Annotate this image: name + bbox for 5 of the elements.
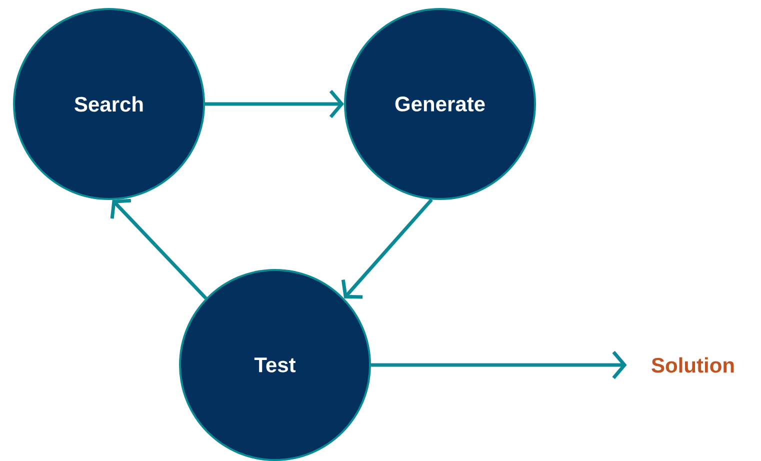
- arrow: [205, 90, 344, 118]
- arrow: [371, 350, 627, 380]
- arrow: [341, 198, 433, 299]
- arrow: [110, 198, 208, 300]
- result-label: Solution: [652, 357, 734, 373]
